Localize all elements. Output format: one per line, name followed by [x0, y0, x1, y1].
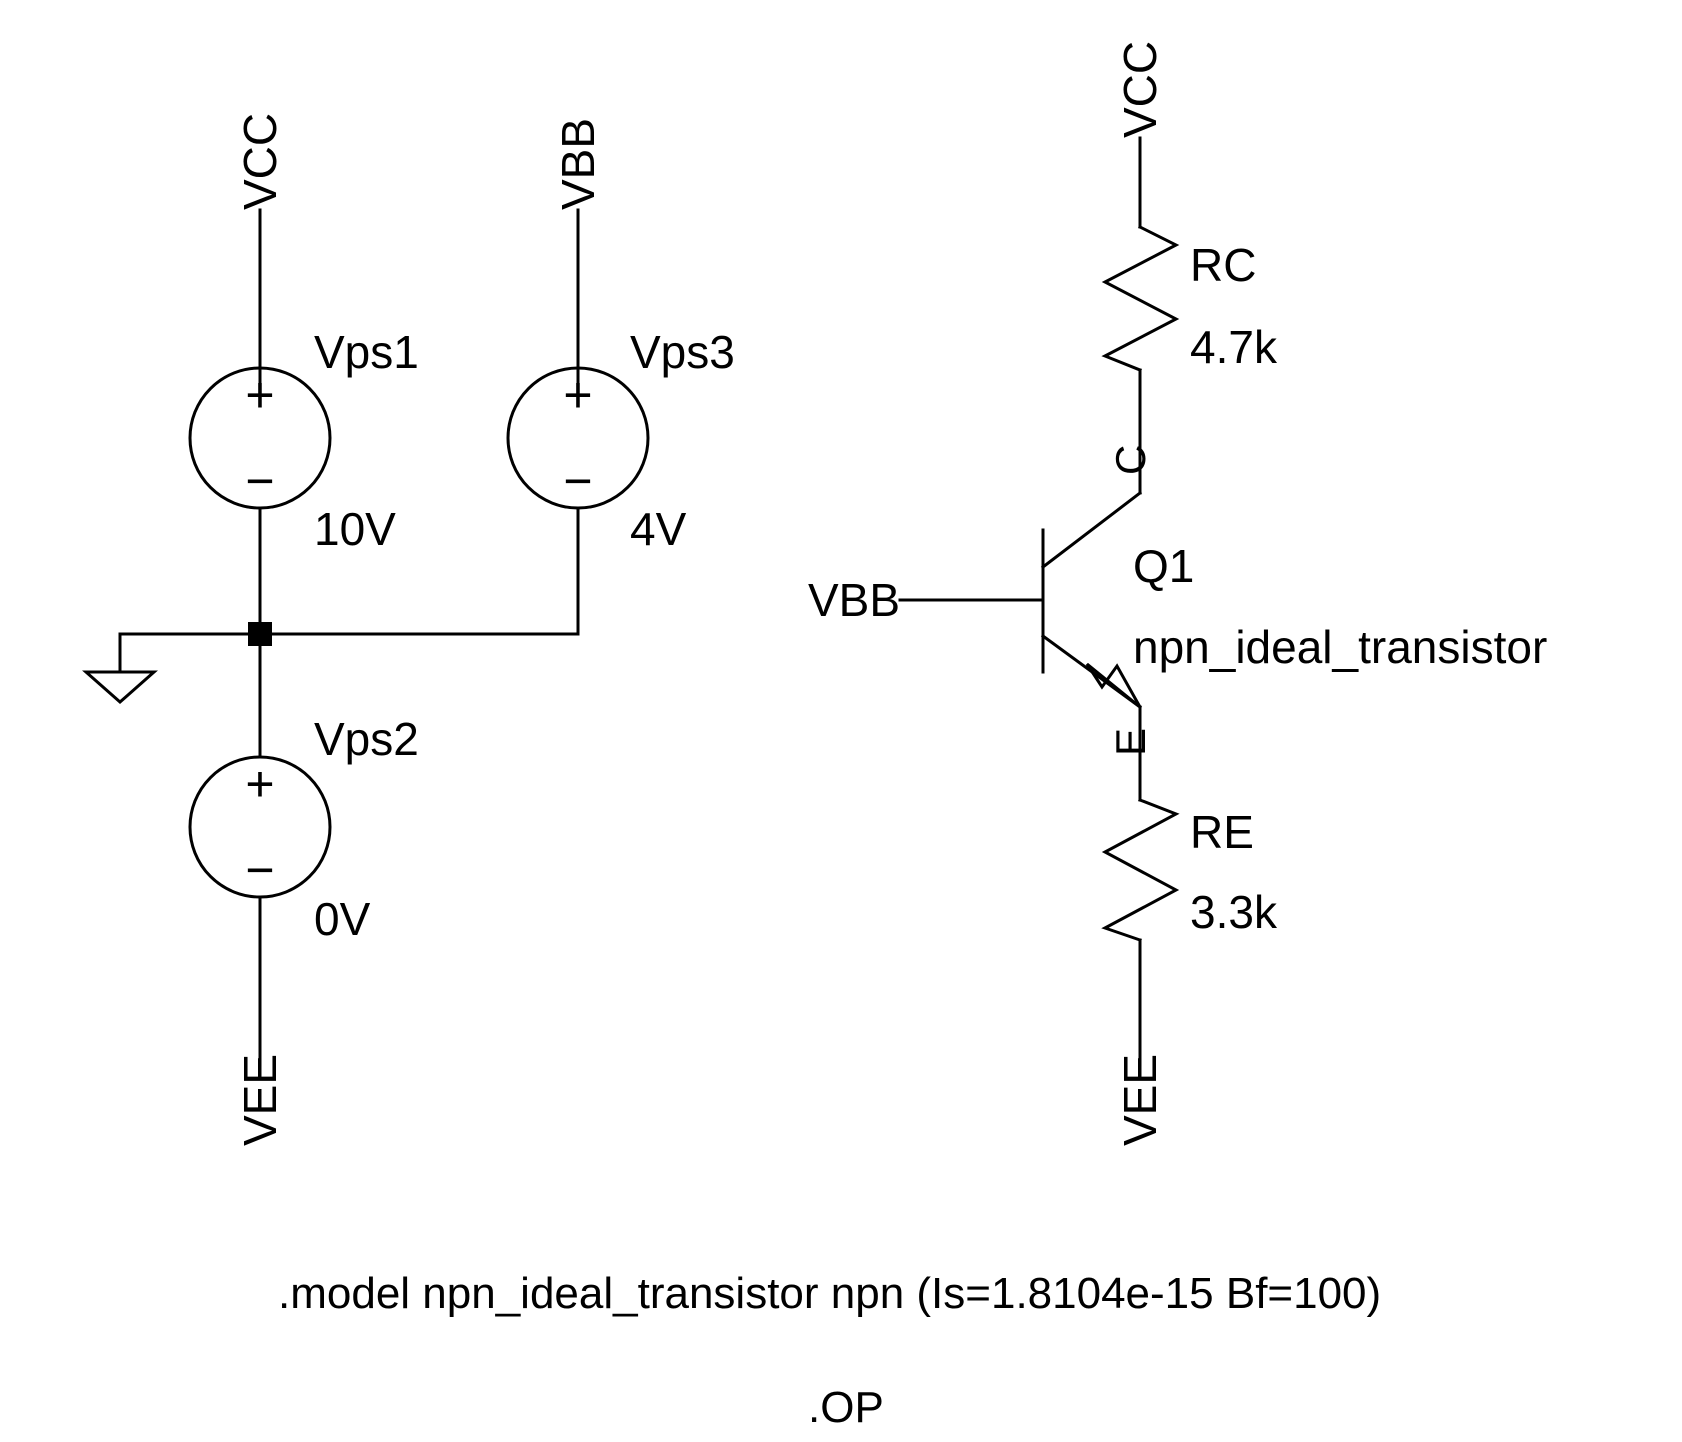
- vbb-net-left: VBB: [552, 118, 604, 386]
- voltage-source-vps2[interactable]: + − Vps2 0V: [188, 713, 419, 945]
- vps1-value: 10V: [314, 503, 396, 555]
- vcc-net-right: VCC: [1114, 41, 1166, 229]
- resistor-re[interactable]: RE 3.3k: [1101, 798, 1278, 942]
- vps2-name: Vps2: [314, 713, 419, 765]
- vcc-net-left: VCC: [234, 113, 286, 386]
- voltage-source-vps1[interactable]: + − Vps1 10V: [188, 326, 419, 555]
- minus-sign: −: [563, 453, 592, 509]
- vps3-name: Vps3: [630, 326, 735, 378]
- wire-vps3-junction: [258, 506, 580, 636]
- transistor-q1[interactable]: Q1 npn_ideal_transistor: [1040, 490, 1547, 710]
- minus-sign: −: [245, 453, 274, 509]
- rc-value: 4.7k: [1190, 321, 1278, 373]
- q1-name: Q1: [1133, 540, 1194, 592]
- ground-icon: [82, 670, 158, 705]
- plus-sign: +: [563, 367, 592, 423]
- op-directive: .OP: [808, 1383, 884, 1432]
- plus-sign: +: [245, 756, 274, 812]
- emitter-arrow-icon: [1085, 662, 1142, 709]
- vcc-label-left: VCC: [234, 113, 286, 210]
- vbb-label-right: VBB: [808, 574, 900, 626]
- re-value: 3.3k: [1190, 886, 1278, 938]
- resistor-zigzag: [1101, 798, 1180, 942]
- model-directive: .model npn_ideal_transistor npn (Is=1.81…: [278, 1269, 1381, 1318]
- vee-net-left: VEE: [234, 895, 286, 1146]
- vps3-value: 4V: [630, 503, 687, 555]
- emitter-pin-label: E: [1107, 728, 1154, 756]
- minus-sign: −: [245, 842, 274, 898]
- q1-model: npn_ideal_transistor: [1133, 621, 1547, 673]
- vbb-label-left: VBB: [552, 118, 604, 210]
- collector-pin-label: C: [1107, 445, 1154, 475]
- voltage-source-vps3[interactable]: + − Vps3 4V: [506, 326, 735, 555]
- wire-ground: [118, 632, 262, 674]
- vbb-net-right: VBB: [808, 574, 1045, 626]
- vps2-value: 0V: [314, 893, 371, 945]
- resistor-zigzag: [1101, 224, 1180, 372]
- rc-name: RC: [1190, 239, 1256, 291]
- vcc-label-right: VCC: [1114, 41, 1166, 138]
- vee-label-left: VEE: [234, 1054, 286, 1146]
- vee-label-right: VEE: [1114, 1054, 1166, 1146]
- resistor-rc[interactable]: RC 4.7k: [1101, 224, 1278, 373]
- re-name: RE: [1190, 806, 1254, 858]
- plus-sign: +: [245, 367, 274, 423]
- vee-net-right: VEE: [1114, 938, 1166, 1146]
- collector-leg: [1040, 490, 1143, 570]
- vps1-name: Vps1: [314, 326, 419, 378]
